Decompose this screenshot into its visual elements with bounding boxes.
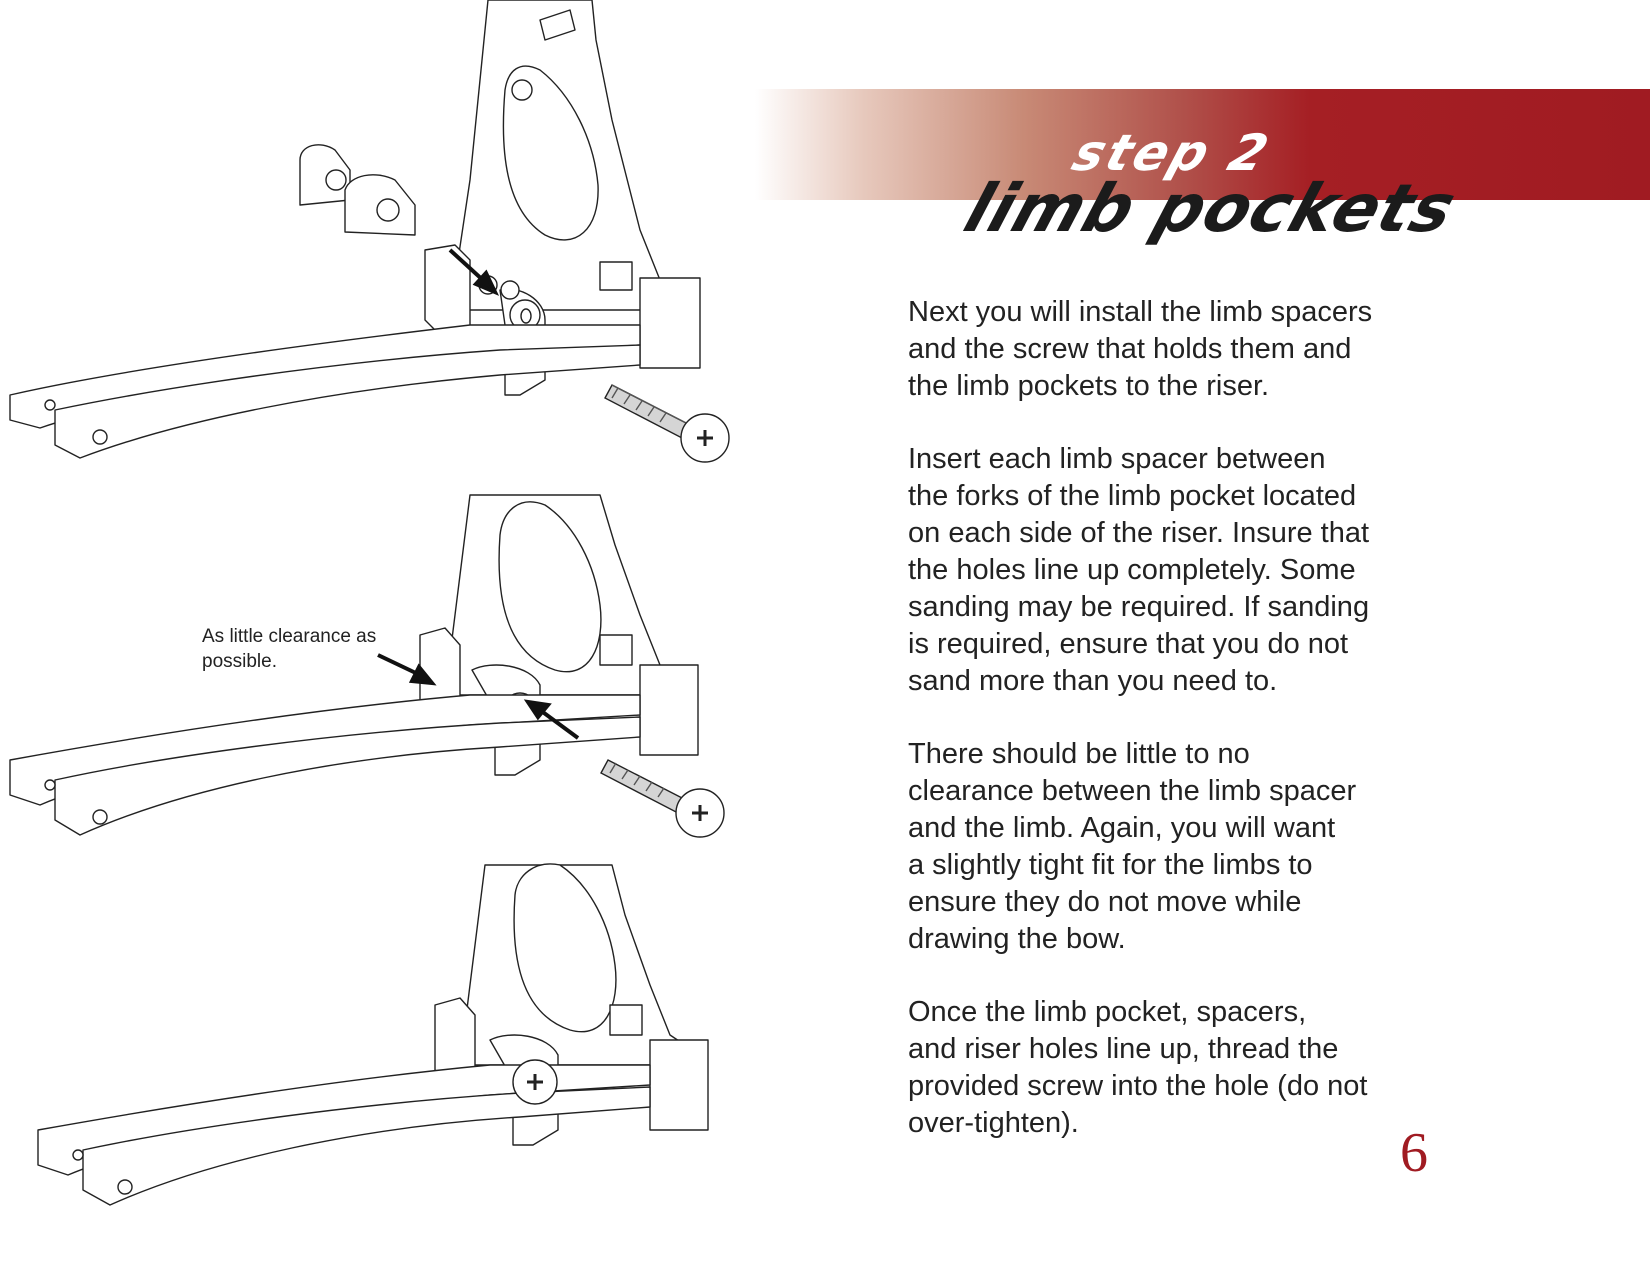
limb-pocket [425,245,470,335]
installed-screw [513,1060,557,1104]
screw [605,385,729,462]
exploded-assembly-illustration [0,0,740,480]
instruction-paragraph-3: There should be little to no clearance b… [908,738,1357,955]
instruction-paragraph-1: Next you will install the limb spacers a… [908,296,1373,402]
header-banner [755,89,1650,200]
completed-assembly-illustration [0,865,740,1225]
instruction-paragraph-2: Insert each limb spacer between the fork… [908,443,1370,697]
page-number: 6 [1400,1122,1428,1184]
spacer-alignment-illustration [0,495,740,855]
screw [601,760,724,837]
clearance-callout: As little clearance as possible. [202,626,377,672]
instruction-paragraph-4: Once the limb pocket, spacers, and riser… [908,996,1368,1139]
section-title: limb pockets [955,170,1466,247]
